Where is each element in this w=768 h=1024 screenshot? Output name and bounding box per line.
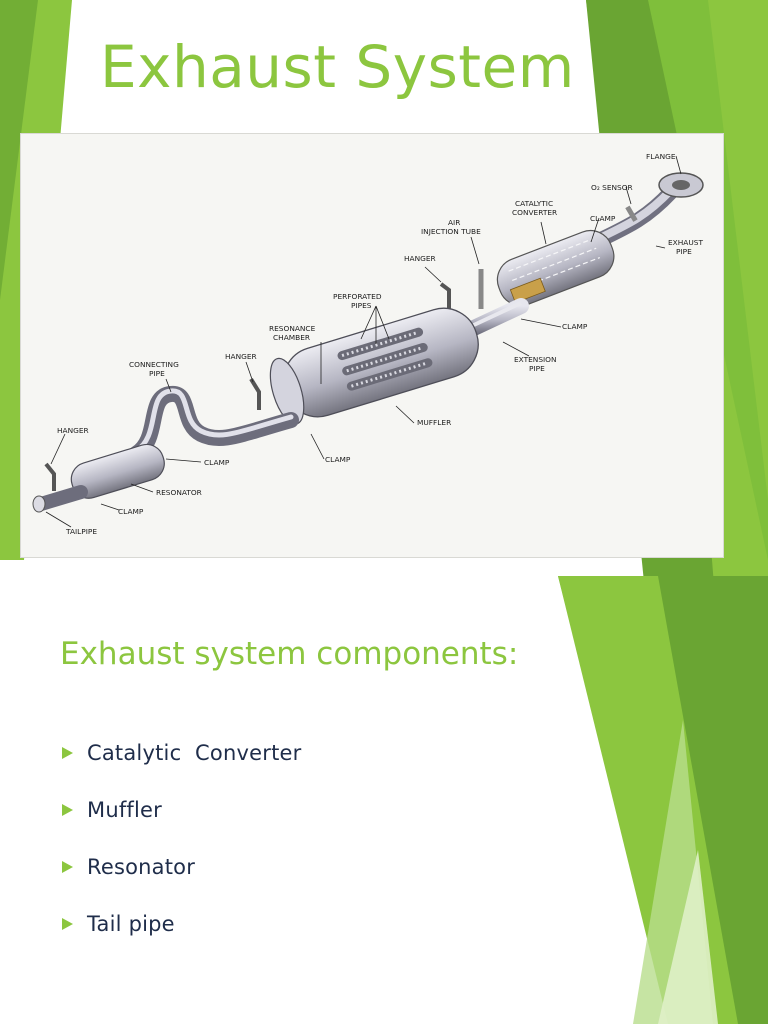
triangle-bullet-icon bbox=[62, 861, 73, 873]
label-hanger-left: HANGER bbox=[57, 426, 89, 435]
hanger-mid bbox=[249, 377, 261, 410]
label-catalytic-converter-2: CONVERTER bbox=[512, 208, 557, 217]
label-muffler: MUFFLER bbox=[417, 418, 451, 427]
label-exhaust-pipe-2: PIPE bbox=[676, 247, 692, 256]
hanger-left bbox=[44, 462, 56, 491]
triangle-bullet-icon bbox=[62, 918, 73, 930]
label-resonance-chamber-1: RESONANCE bbox=[269, 324, 316, 333]
leader-lines bbox=[45, 155, 682, 528]
bullet-text: Resonator bbox=[87, 855, 196, 879]
label-clamp-low: CLAMP bbox=[118, 507, 144, 516]
exhaust-system-diagram: FLANGE O₂ SENSOR CATALYTIC CONVERTER CLA… bbox=[20, 133, 724, 558]
hanger-top bbox=[439, 282, 451, 314]
catalytic-converter bbox=[496, 229, 615, 307]
label-clamp-center: CLAMP bbox=[325, 455, 351, 464]
components-heading: Exhaust system components: bbox=[60, 636, 519, 672]
list-item: Tail pipe bbox=[62, 909, 301, 939]
list-item: Muffler bbox=[62, 795, 301, 825]
triangle-bullet-icon bbox=[62, 804, 73, 816]
exhaust-diagram-svg: FLANGE O₂ SENSOR CATALYTIC CONVERTER CLA… bbox=[32, 152, 704, 536]
label-hanger-top: HANGER bbox=[404, 254, 436, 263]
resonator bbox=[70, 443, 165, 499]
label-tailpipe: TAILPIPE bbox=[65, 527, 97, 536]
label-clamp-mid: CLAMP bbox=[204, 458, 230, 467]
slide-title: Exhaust System bbox=[100, 33, 575, 101]
label-resonance-chamber-2: CHAMBER bbox=[273, 333, 310, 342]
label-perforated-pipes-2: PIPES bbox=[351, 301, 372, 310]
triangle-bullet-icon bbox=[62, 747, 73, 759]
label-extension-pipe-1: EXTENSION bbox=[514, 355, 557, 364]
muffler bbox=[269, 307, 479, 425]
label-flange: FLANGE bbox=[646, 152, 676, 161]
bullet-text: Tail pipe bbox=[87, 912, 175, 936]
bullet-text: Catalytic Converter bbox=[87, 741, 302, 765]
label-extension-pipe-2: PIPE bbox=[529, 364, 545, 373]
label-clamp-top: CLAMP bbox=[590, 214, 616, 223]
label-air-injection-1: AIR bbox=[448, 218, 460, 227]
label-air-injection-2: INJECTION TUBE bbox=[421, 227, 481, 236]
label-connecting-pipe-2: PIPE bbox=[149, 369, 165, 378]
label-exhaust-pipe-1: EXHAUST bbox=[668, 238, 703, 247]
label-resonator: RESONATOR bbox=[156, 488, 202, 497]
o2-sensor bbox=[625, 205, 638, 222]
list-item: Resonator bbox=[62, 852, 301, 882]
label-connecting-pipe-1: CONNECTING bbox=[129, 360, 179, 369]
label-o2-sensor: O₂ SENSOR bbox=[591, 183, 633, 192]
label-clamp-right: CLAMP bbox=[562, 322, 588, 331]
components-list: Catalytic Converter Muffler Resonator Ta… bbox=[62, 738, 301, 966]
tailpipe bbox=[34, 485, 88, 511]
bullet-text: Muffler bbox=[87, 798, 163, 822]
label-hanger-mid: HANGER bbox=[225, 352, 257, 361]
label-catalytic-converter-1: CATALYTIC bbox=[515, 199, 553, 208]
label-perforated-pipes-1: PERFORATED bbox=[333, 292, 382, 301]
list-item: Catalytic Converter bbox=[62, 738, 301, 768]
